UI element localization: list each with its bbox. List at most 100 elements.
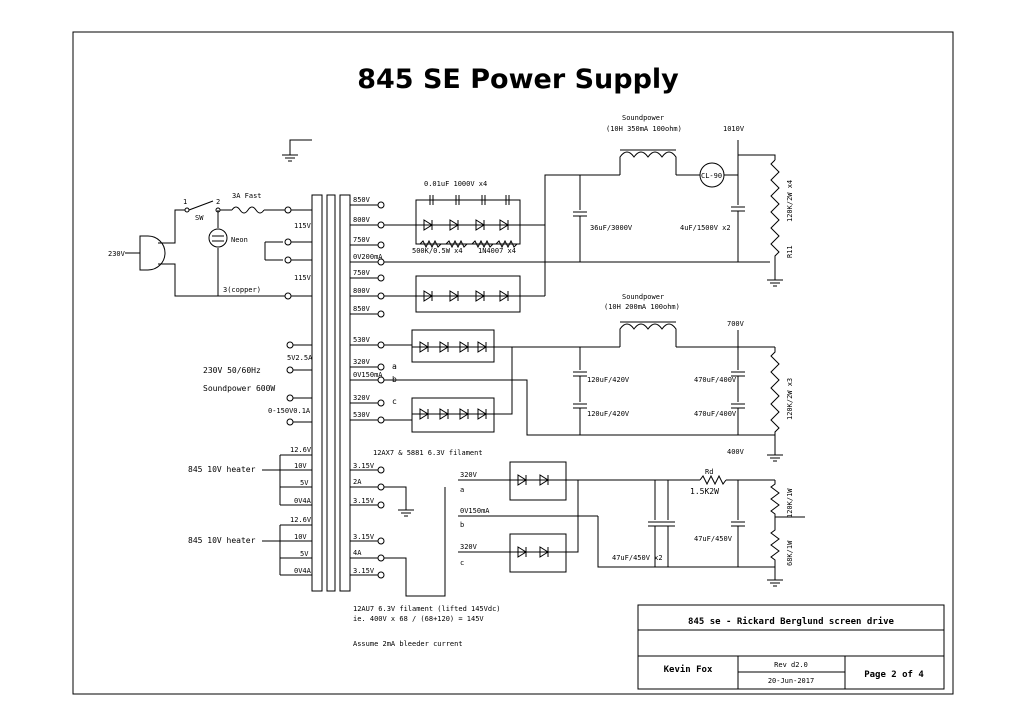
screen-input-c: 320V (460, 543, 478, 551)
cl90-label: CL-90 (701, 172, 722, 180)
hv-output-voltage: 1010V (723, 125, 745, 133)
revision: Rev d2.0 (774, 661, 808, 669)
diode-icon (439, 341, 449, 353)
diode-icon (439, 408, 449, 420)
heater-label-2: 845 10V heater (188, 536, 256, 545)
svg-text:12.6V: 12.6V (290, 516, 312, 524)
primary-tap-1: 115V (294, 222, 312, 230)
hv-res-label: 500K/0.5W x4 (412, 247, 463, 255)
screen-divider (770, 480, 780, 580)
svg-text:3.15V: 3.15V (353, 462, 375, 470)
diode-icon (477, 408, 487, 420)
note-3: Assume 2mA bleeder current (353, 640, 463, 648)
hv-choke (619, 151, 677, 175)
mid-bridge-1 (384, 329, 620, 363)
mid-filter: 120uF/420V 120uF/420V Soundpower (10H 20… (573, 293, 794, 462)
heater-2-taps: 12.6V 10V 5V 0V4A (279, 516, 312, 576)
svg-text:5V: 5V (300, 479, 309, 487)
tap-5v: 5V2.5A (287, 354, 313, 362)
svg-text:0V150mA: 0V150mA (353, 371, 383, 379)
svg-text:c: c (392, 397, 397, 406)
screen-cap-pair: 47uF/450V x2 (612, 554, 663, 562)
diode-icon (449, 219, 459, 231)
left-secondaries: 5V2.5A 0-150V0.1A 12.6V 10V 5V 0V4A 845 … (188, 341, 313, 576)
mid-lower-rail: 400V (727, 448, 745, 456)
hv-bridge-1: 0.01uF 1000V x4 500K/0.5W x4 1N4007 x4 (384, 180, 545, 255)
svg-text:750V: 750V (353, 269, 371, 277)
svg-text:800V: 800V (353, 287, 371, 295)
filament-taps: 3.15V 2A 3.15V 3.15V 4A 3.15V (350, 462, 446, 597)
ground-pin-label: 3(copper) (223, 286, 261, 294)
mid-cap-right-1: 470uF/400V (694, 376, 737, 384)
screen-supply: 320V a 0V150mA b 320V c Rd 1.5K2W 47uF/4… (458, 461, 805, 587)
hv-bleeder-label: 120K/2W x4 (786, 180, 794, 222)
mid-cap-left-1: 120uF/420V (587, 376, 630, 384)
title-block: 845 se - Rickard Berglund screen drive K… (637, 604, 945, 690)
mains-input: 230V 1 2 SW 3A Fast Neon 3(copper) 115V … (108, 139, 312, 300)
filament-note: 12AX7 & 5881 6.3V filament (373, 449, 483, 457)
hv-cap2-label: 4uF/1500V x2 (680, 224, 731, 232)
svg-text:0V200mA: 0V200mA (353, 253, 383, 261)
mid-output-voltage: 700V (727, 320, 745, 328)
svg-text:3.15V: 3.15V (353, 533, 375, 541)
date: 20-Jun-2017 (768, 677, 814, 685)
svg-text:850V: 850V (353, 196, 371, 204)
svg-text:530V: 530V (353, 336, 371, 344)
svg-text:530V: 530V (353, 411, 371, 419)
screen-r-bot: 68K/1W (786, 540, 794, 566)
diode-icon (423, 219, 433, 231)
project-name: 845 se - Rickard Berglund screen drive (688, 616, 894, 627)
screen-bridge-2 (509, 533, 567, 573)
mid-choke (619, 323, 677, 347)
switch-contact-1 (184, 207, 190, 213)
diode-icon (459, 408, 469, 420)
neon-lamp (208, 228, 228, 248)
svg-text:320V: 320V (353, 394, 371, 402)
transformer-rating-1: 230V 50/60Hz (203, 366, 261, 375)
diode-icon (459, 341, 469, 353)
svg-text:3.15V: 3.15V (353, 497, 375, 505)
note-2: ie. 400V x 68 / (68+120) = 145V (353, 615, 484, 623)
hv-bleeder (770, 159, 780, 262)
svg-text:12.6V: 12.6V (290, 446, 312, 454)
svg-text:10V: 10V (294, 533, 307, 541)
screen-r-top: 120K/1W (786, 488, 794, 518)
mid-cap-left-2: 120uF/420V (587, 410, 630, 418)
mid-bleeder-label: 120K/2W x3 (786, 378, 794, 420)
switch-lever (188, 200, 214, 211)
svg-text:b: b (460, 521, 464, 529)
svg-text:320V: 320V (353, 358, 371, 366)
hv-choke-name: Soundpower (622, 114, 664, 122)
hv-cap1-label: 36uF/3000V (590, 224, 633, 232)
svg-text:2A: 2A (353, 478, 362, 486)
svg-text:0V4A: 0V4A (294, 567, 312, 575)
mains-plug-symbol (139, 235, 166, 271)
diode-icon (499, 219, 509, 231)
mid-taps: 530V 320V 0V150mA 320V 530V a b c (350, 336, 775, 436)
mid-bleeder (770, 347, 780, 435)
mid-cap-right-2: 470uF/400V (694, 410, 737, 418)
hv-bleeder-ref: R11 (786, 245, 794, 258)
diode-icon (475, 219, 485, 231)
hv-choke-spec: (10H 350mA 100ohm) (606, 125, 682, 133)
svg-text:a: a (460, 486, 464, 494)
rd-resistor (699, 474, 727, 486)
mid-bridge-2 (384, 347, 513, 433)
primary-tap-2: 115V (294, 274, 312, 282)
diode-icon (499, 290, 509, 302)
diode-icon (477, 341, 487, 353)
diode-icon (449, 290, 459, 302)
svg-text:800V: 800V (353, 216, 371, 224)
diode-icon (517, 546, 549, 558)
fuse-symbol (231, 206, 265, 214)
mid-choke-name: Soundpower (622, 293, 664, 301)
hv-bridge-2 (384, 174, 620, 313)
transformer-core (311, 194, 351, 592)
svg-text:a: a (392, 362, 397, 371)
hv-cap-label: 0.01uF 1000V x4 (424, 180, 487, 188)
author: Kevin Fox (664, 664, 713, 675)
svg-text:850V: 850V (353, 305, 371, 313)
switch-pin-1: 1 (183, 198, 187, 206)
diode-icon (423, 290, 433, 302)
